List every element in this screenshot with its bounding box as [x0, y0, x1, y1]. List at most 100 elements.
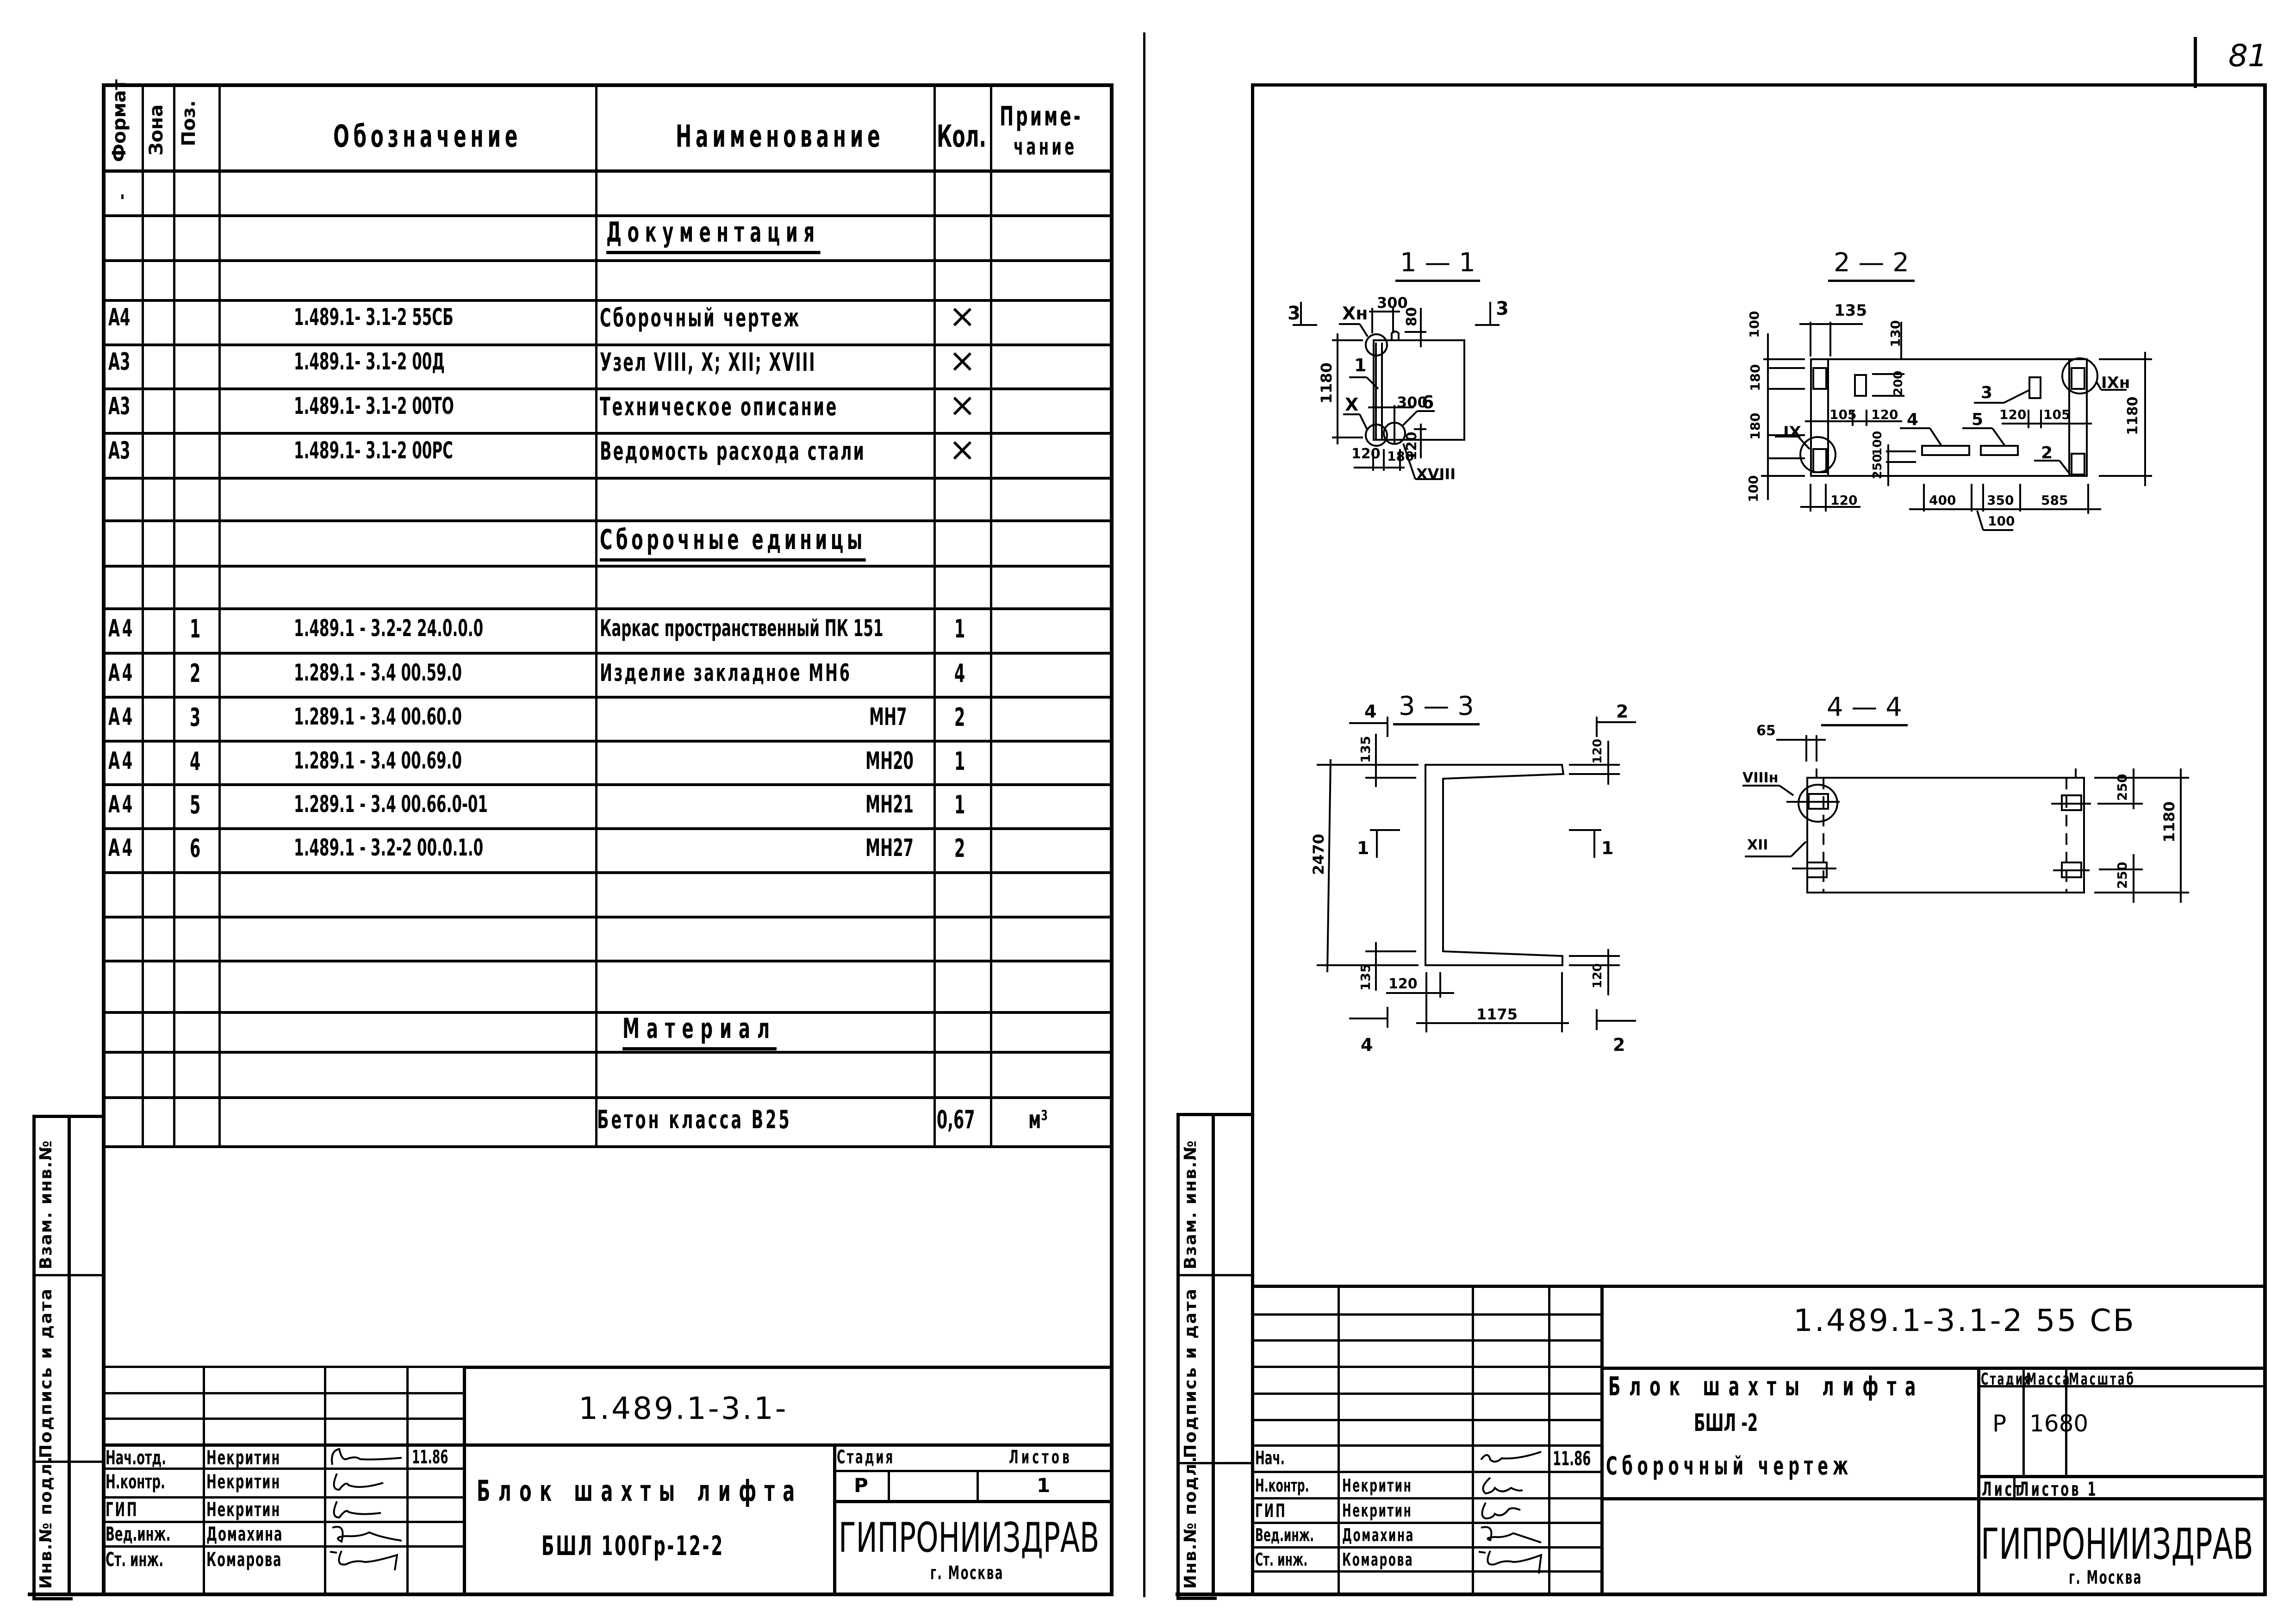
sig-role: ГИП — [1255, 1500, 1287, 1522]
stamp-vzam-inv: Взам. инв.№ — [1181, 1139, 1200, 1269]
signature-icon — [330, 1550, 398, 1571]
svg-text:5: 5 — [1972, 410, 1983, 429]
signature-icon — [333, 1501, 381, 1519]
svg-text:135: 135 — [1358, 964, 1373, 991]
section-4-4-drawing: 65 VIIIн XII 250 250 1180 — [1742, 723, 2189, 903]
svg-text:400: 400 — [1929, 493, 1956, 508]
cell-format: А4 — [108, 747, 135, 775]
cell-name: МН7 — [869, 703, 907, 731]
sig-name: Некритин — [206, 1446, 281, 1469]
left-sheet: Формат Зона Поз. Обозначение Наименовани… — [0, 0, 1143, 1624]
cell-designation: 1.489.1 - 3.2-2 00.0.1.0 — [294, 834, 484, 861]
svg-text:3: 3 — [1981, 383, 1992, 402]
cell-pos: 4 — [190, 747, 201, 776]
svg-text:6: 6 — [1422, 392, 1434, 412]
sig-role: Вед.инж. — [1255, 1525, 1314, 1545]
svg-text:135: 135 — [1358, 736, 1373, 763]
sig-role: Ст. инж. — [106, 1548, 164, 1571]
cell-qty-cross: × — [949, 297, 976, 335]
cell-format: А4 — [108, 615, 135, 643]
signature-icon — [1478, 1550, 1543, 1574]
svg-text:1: 1 — [1601, 838, 1613, 858]
svg-text:1: 1 — [1357, 838, 1369, 858]
sig-name: Некритин — [1342, 1475, 1412, 1496]
svg-text:250: 250 — [1871, 454, 1885, 479]
sig-name: Некритин — [206, 1470, 281, 1493]
sheets-label: Листов 1 — [2019, 1478, 2098, 1500]
section-title: 1 — 1 — [1395, 250, 1480, 282]
sig-date: 11.86 — [1553, 1447, 1591, 1470]
svg-text:2: 2 — [2041, 443, 2053, 462]
svg-text:350: 350 — [1987, 493, 2014, 508]
cell-name: Техническое описание — [600, 392, 839, 421]
svg-text:180: 180 — [1748, 413, 1763, 440]
svg-text:120: 120 — [1351, 446, 1381, 462]
signature-icon — [331, 1448, 402, 1465]
sig-role: Ст. инж. — [1255, 1549, 1308, 1570]
doc-subtitle: БШЛ 100Гр-12-2 — [541, 1530, 724, 1562]
sig-role: Нач. — [1255, 1448, 1285, 1469]
dot-mark — [121, 194, 124, 199]
cell-name: Бетон класса В25 — [597, 1105, 792, 1134]
signature-icon — [1482, 1477, 1523, 1495]
header-designation: Обозначение — [333, 119, 522, 154]
svg-text:3: 3 — [1496, 298, 1509, 319]
cell-name: Изделие закладное МН6 — [600, 659, 852, 687]
org-name: ГИПРОНИИЗДРАВ — [839, 1514, 1100, 1562]
cell-qty: 1 — [954, 747, 965, 776]
doc-code: 1.489.1-3.1- — [579, 1391, 788, 1426]
svg-text:2470: 2470 — [1310, 834, 1327, 875]
stage-label: Стадия — [837, 1447, 895, 1468]
svg-text:2: 2 — [1616, 701, 1628, 722]
stamp-inv-podl: Инв.№ подл. — [1181, 1455, 1200, 1589]
section-3-3-drawing: 4 4 2 2 1 1 120 1175 135 135 2470 120 12… — [1310, 701, 1636, 1055]
stage-value: Р — [1992, 1410, 2007, 1437]
svg-text:585: 585 — [2041, 493, 2068, 508]
section-1-1-drawing: 3 3 Xн X 1 300 300 6 120 180 XVIII 1180 … — [1288, 294, 1509, 483]
svg-text:120: 120 — [1404, 431, 1420, 461]
svg-text:300: 300 — [1377, 294, 1408, 312]
cell-designation: 1.489.1- 3.1-2 00РС — [294, 437, 453, 464]
cell-designation: 1.289.1 - 3.4 00.59.0 — [294, 659, 462, 686]
svg-text:1: 1 — [1354, 355, 1366, 375]
left-frame-bottom — [28, 1593, 1114, 1596]
section-title: 3 — 3 — [1393, 693, 1480, 725]
cell-qty: 4 — [954, 659, 965, 688]
cell-designation: 1.489.1- 3.1-2 55СБ — [294, 304, 454, 331]
col-line — [218, 85, 221, 1147]
svg-text:250: 250 — [2115, 862, 2130, 889]
svg-text:3: 3 — [1288, 303, 1300, 324]
sig-name: Домахина — [206, 1523, 283, 1545]
svg-text:105: 105 — [2043, 407, 2070, 422]
cell-format: А4 — [108, 304, 131, 331]
sig-name: Некритин — [206, 1498, 281, 1521]
header-name: Наименование — [676, 119, 884, 154]
svg-text:2: 2 — [1613, 1035, 1625, 1055]
cell-name: Узел VIII, X; XII; XVIII — [600, 348, 816, 377]
svg-text:180: 180 — [1387, 449, 1414, 464]
svg-text:XVIII: XVIII — [1416, 465, 1456, 483]
cell-qty: 1 — [954, 790, 965, 819]
cell-pos: 6 — [190, 834, 201, 863]
svg-text:300: 300 — [1397, 394, 1428, 411]
page-number: 81 — [2228, 38, 2267, 74]
cell-designation: 1.489.1 - 3.2-2 24.0.0.0 — [294, 615, 484, 642]
svg-text:X: X — [1345, 394, 1358, 415]
section-2-2-drawing: 135 IX IXн 3 4 5 2 105 120 120 105 120 4… — [1746, 301, 2152, 531]
svg-text:IXн: IXн — [2101, 374, 2130, 392]
svg-text:1175: 1175 — [1476, 1006, 1518, 1023]
cell-designation: 1.289.1 - 3.4 00.69.0 — [294, 747, 462, 774]
sig-role: Н.контр. — [1255, 1475, 1309, 1496]
svg-text:120: 120 — [1830, 493, 1857, 508]
page-number-divider — [2194, 37, 2197, 88]
cell-designation: 1.289.1 - 3.4 00.60.0 — [294, 703, 462, 730]
signature-icon — [1480, 1451, 1542, 1463]
svg-text:120: 120 — [1591, 963, 1605, 988]
doc-title: Блок шахты лифта — [477, 1474, 803, 1508]
org-city: г. Москва — [2069, 1567, 2143, 1588]
svg-text:250: 250 — [2115, 774, 2130, 801]
sig-name: Некритин — [1342, 1500, 1412, 1521]
section-3-3: 3 — 3 — [1305, 685, 1666, 1176]
cell-name: МН21 — [865, 791, 914, 818]
